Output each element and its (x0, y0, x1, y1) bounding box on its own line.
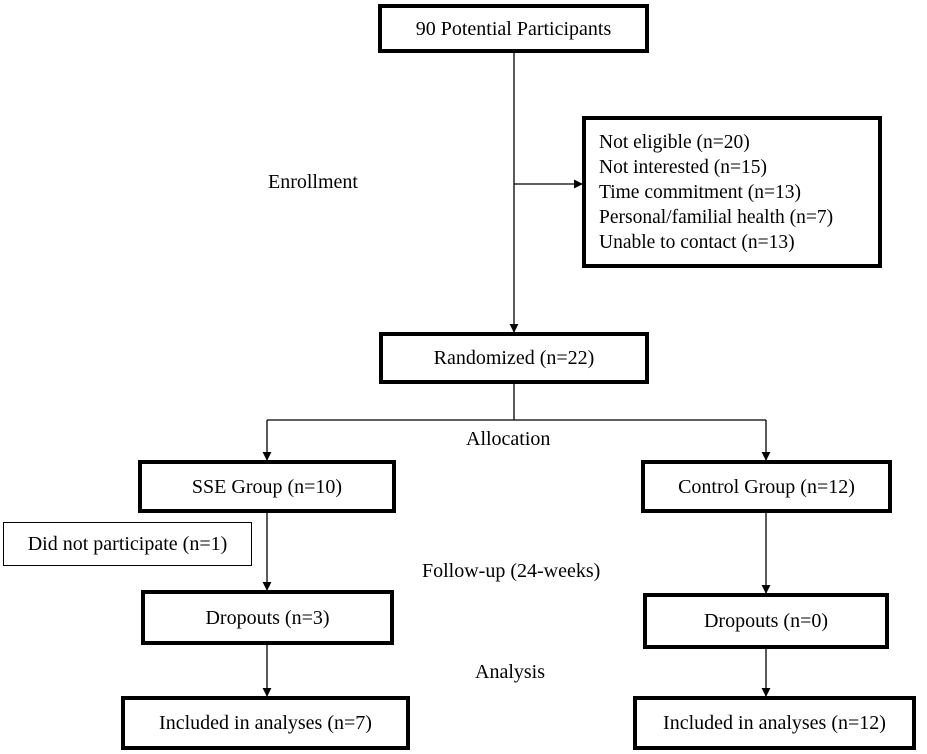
sse-included-box: Included in analyses (n=7) (121, 696, 410, 750)
stage-allocation: Allocation (466, 428, 551, 450)
exclusion-not-interested: Not interested (n=15) (599, 156, 768, 178)
control-included-label: Included in analyses (n=12) (663, 712, 886, 734)
stage-followup: Follow-up (24-weeks) (422, 560, 601, 582)
exclusion-not-eligible: Not eligible (n=20) (599, 131, 750, 153)
control-dropouts-label: Dropouts (n=0) (703, 610, 829, 632)
potential-participants-box: 90 Potential Participants (378, 4, 649, 53)
randomized-label: Randomized (n=22) (433, 347, 595, 369)
exclusion-time-commitment: Time commitment (n=13) (599, 181, 802, 203)
sse-included-label: Included in analyses (n=7) (159, 712, 372, 734)
sse-group-label: SSE Group (n=10) (191, 475, 343, 498)
exclusion-health: Personal/familial health (n=7) (599, 206, 834, 228)
exclusion-unable-to-contact: Unable to contact (n=13) (599, 231, 795, 253)
did-not-participate-label: Did not participate (n=1) (27, 533, 228, 555)
sse-dropouts-label: Dropouts (n=3) (205, 606, 330, 629)
sse-dropouts-box: Dropouts (n=3) (141, 590, 394, 645)
exclusions-box: Not eligible (n=20) Not interested (n=15… (582, 116, 882, 268)
control-group-box: Control Group (n=12) (641, 460, 892, 513)
control-group-label: Control Group (n=12) (678, 475, 855, 498)
control-included-box: Included in analyses (n=12) (633, 696, 916, 750)
sse-group-box: SSE Group (n=10) (138, 460, 396, 513)
stage-enrollment: Enrollment (268, 171, 358, 193)
did-not-participate-box: Did not participate (n=1) (3, 522, 252, 566)
control-dropouts-box: Dropouts (n=0) (643, 593, 889, 649)
potential-participants-label: 90 Potential Participants (415, 17, 612, 40)
stage-analysis: Analysis (475, 661, 545, 683)
randomized-box: Randomized (n=22) (379, 332, 649, 384)
